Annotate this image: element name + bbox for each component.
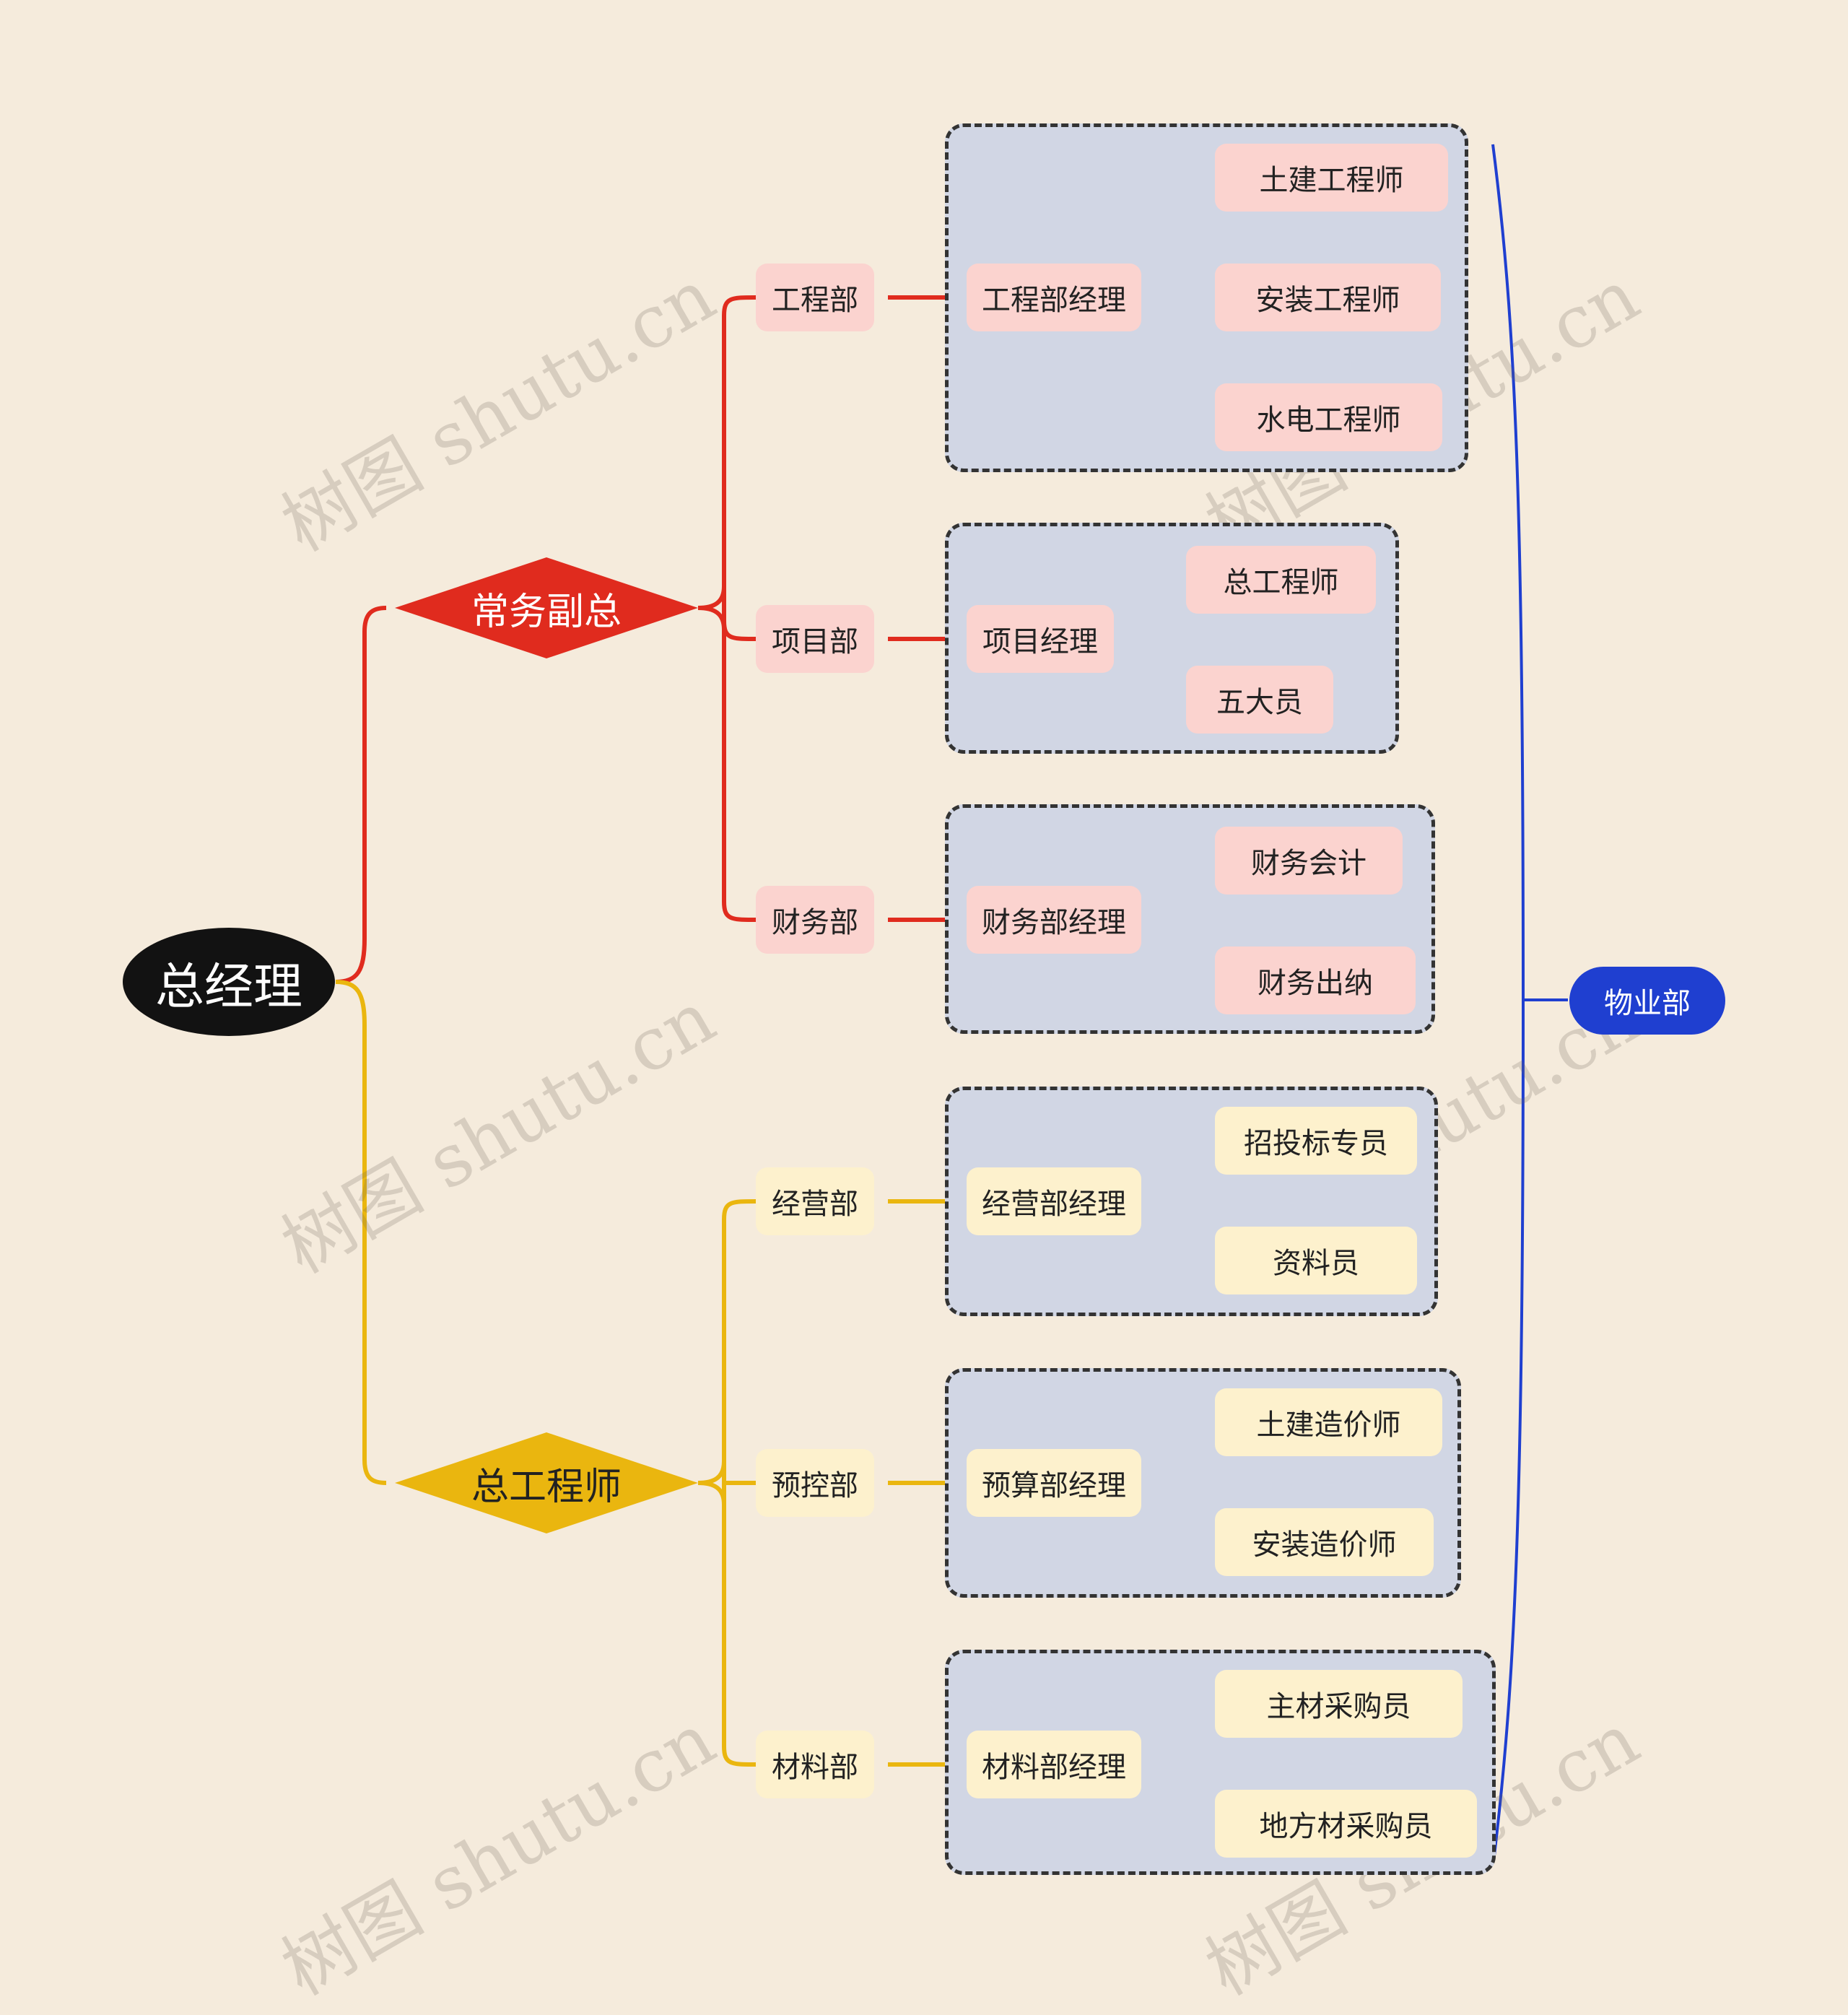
dept-node[interactable]: 经营部 [756, 1167, 874, 1235]
staff-node[interactable]: 安装造价师 [1215, 1508, 1434, 1576]
root-connector-yellow [335, 980, 387, 1485]
staff-node[interactable]: 主材采购员 [1215, 1670, 1463, 1738]
dept-node[interactable]: 材料部 [756, 1731, 874, 1798]
root-node[interactable]: 总经理 [123, 928, 335, 1036]
staff-node[interactable]: 安装工程师 [1215, 264, 1441, 331]
manager-node[interactable]: 预算部经理 [967, 1449, 1141, 1517]
staff-node[interactable]: 水电工程师 [1215, 383, 1442, 451]
dept-node[interactable]: 财务部 [756, 886, 874, 954]
dept-connector [722, 1199, 757, 1220]
manager-node[interactable]: 项目经理 [967, 605, 1114, 673]
dept-connector [722, 620, 757, 641]
staff-node[interactable]: 财务会计 [1215, 827, 1403, 895]
staff-node[interactable]: 五大员 [1186, 666, 1333, 734]
spine-connector [697, 1461, 726, 1485]
branch-label-yellow: 总工程师 [471, 1465, 622, 1509]
summary-node[interactable]: 物业部 [1569, 967, 1725, 1035]
branch-diamond-yellow[interactable] [395, 1432, 698, 1533]
spine-connector [697, 586, 726, 610]
spine-connector [697, 1481, 726, 1505]
staff-node[interactable]: 资料员 [1215, 1227, 1417, 1294]
staff-node[interactable]: 土建工程师 [1215, 144, 1448, 212]
dept-node[interactable]: 项目部 [756, 605, 874, 673]
manager-node[interactable]: 工程部经理 [967, 264, 1141, 331]
dept-node[interactable]: 预控部 [756, 1449, 874, 1517]
root-connector-red [335, 606, 387, 984]
staff-node[interactable]: 财务出纳 [1215, 946, 1416, 1014]
dept-node[interactable]: 工程部 [756, 264, 874, 331]
spine-connector [697, 606, 726, 630]
dept-connector [722, 901, 757, 922]
staff-node[interactable]: 招投标专员 [1215, 1107, 1417, 1175]
branch-diamond-red[interactable] [395, 557, 698, 658]
manager-node[interactable]: 材料部经理 [967, 1731, 1141, 1798]
staff-node[interactable]: 土建造价师 [1215, 1388, 1442, 1456]
dept-connector [722, 1746, 757, 1767]
branch-label-red: 常务副总 [471, 590, 622, 634]
staff-node[interactable]: 地方材采购员 [1215, 1790, 1477, 1858]
dept-connector [722, 295, 757, 316]
manager-node[interactable]: 财务部经理 [967, 886, 1141, 954]
staff-node[interactable]: 总工程师 [1186, 546, 1376, 614]
manager-node[interactable]: 经营部经理 [967, 1167, 1141, 1235]
